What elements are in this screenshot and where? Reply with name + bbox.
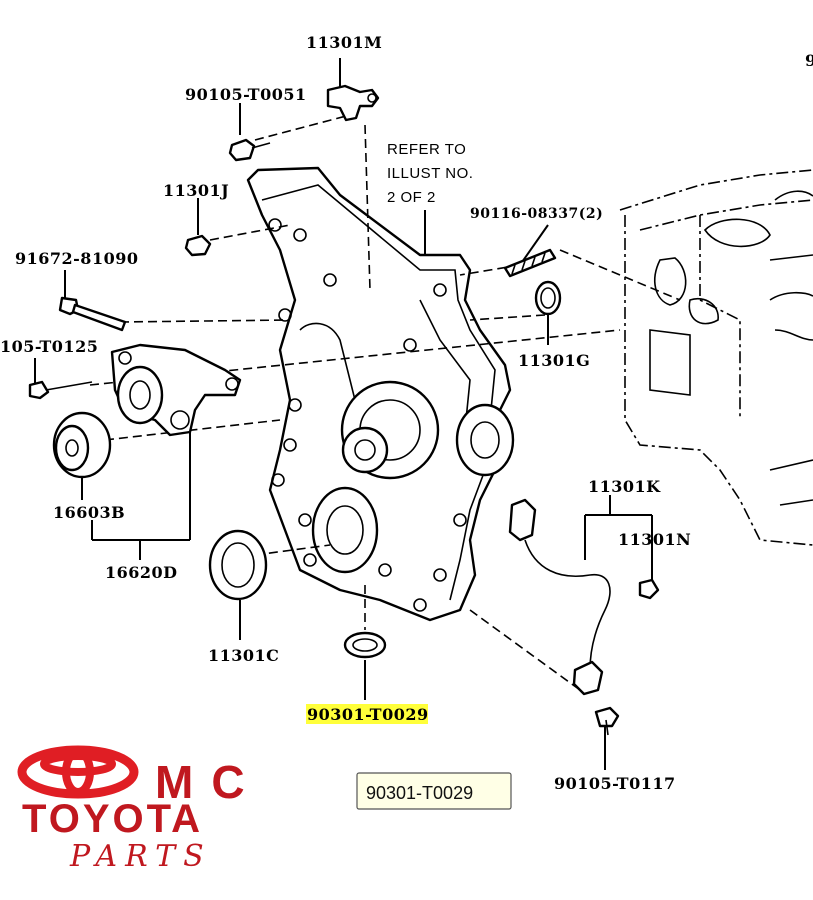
callout-11301g[interactable]: 11301G <box>518 351 590 370</box>
refer-note-line1: REFER TO <box>387 141 466 158</box>
logo-mc: MC <box>155 756 263 808</box>
engine-block-outline <box>619 169 813 546</box>
callout-11301n[interactable]: 11301N <box>618 530 691 549</box>
stud-bolt <box>503 248 557 278</box>
edge-fragment-label: 9 <box>805 51 813 70</box>
callout-90116-08337[interactable]: 90116-08337(2) <box>470 206 603 222</box>
crank-position-sensor <box>508 498 660 696</box>
tensioner-bracket <box>110 343 242 437</box>
callout-11301j[interactable]: 11301J <box>163 181 229 200</box>
callout-90301-t0029[interactable]: 90301-T0029 <box>307 705 429 724</box>
highlight-marker <box>306 704 428 724</box>
callout-90105-t0117[interactable]: 90105-T0117 <box>554 774 676 793</box>
callout-105-t0125[interactable]: 105-T0125 <box>0 337 98 356</box>
timing-chain-cover <box>246 166 515 622</box>
callout-11301k[interactable]: 11301K <box>588 477 661 496</box>
part-number-tooltip: 90301-T0029 <box>356 772 512 810</box>
refer-note-line3: 2 OF 2 <box>387 189 436 206</box>
logo-toyota: TOYOTA <box>22 797 203 841</box>
callout-90105-t0051[interactable]: 90105-T0051 <box>185 85 307 104</box>
tooltip-text: 90301-T0029 <box>366 783 473 803</box>
omc-toyota-parts-logo: MC TOYOTA PARTS <box>17 745 263 874</box>
refer-note-line2[interactable]: ILLUST NO. <box>387 165 473 182</box>
callout-11301c[interactable]: 11301C <box>208 646 279 665</box>
oring-g <box>534 280 562 316</box>
long-bolt <box>58 296 127 332</box>
nut-j <box>184 234 212 257</box>
callout-11301m[interactable]: 11301M <box>306 33 382 52</box>
callout-16620d[interactable]: 16620D <box>105 563 178 582</box>
bolt-bottom <box>594 706 620 736</box>
highlighted-oring <box>343 631 387 659</box>
callout-91672-81090[interactable]: 91672-81090 <box>15 249 138 268</box>
idler-pulley <box>52 411 112 479</box>
callout-16603b[interactable]: 16603B <box>53 503 125 522</box>
bolt-left <box>28 380 93 400</box>
logo-parts: PARTS <box>69 839 212 874</box>
cam-position-sensor <box>326 84 380 122</box>
bolt-top <box>228 138 271 162</box>
toyota-emblem-icon <box>17 745 139 799</box>
crank-oil-seal <box>208 529 268 601</box>
